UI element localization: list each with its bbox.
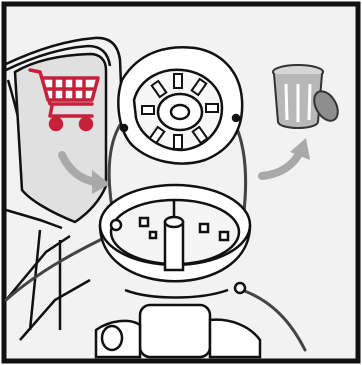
- lid-part: [118, 47, 242, 163]
